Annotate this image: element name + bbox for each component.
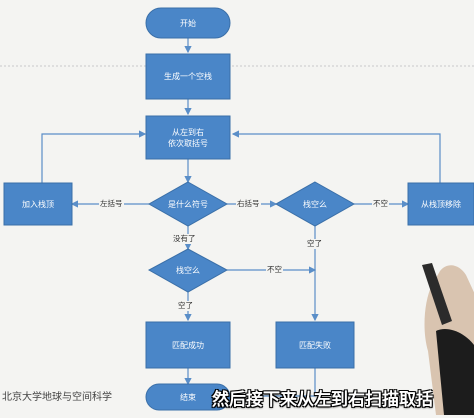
match-success-shape: [145, 321, 231, 369]
create-stack-label: 生成一个空栈: [164, 72, 212, 81]
edge-push-read: [41, 130, 147, 183]
push-label: 加入栈顶: [22, 199, 54, 209]
edge-label-not-empty-bottom: 不空: [266, 265, 283, 275]
read-label: 从左到右 依次取括号: [168, 127, 208, 148]
stack-empty-bottom-shape: [147, 248, 229, 293]
edge-label-empty-right: 空了: [306, 239, 323, 249]
end-shape: [145, 383, 231, 411]
what-symbol-shape: [147, 181, 229, 227]
end-label: 结束: [180, 392, 196, 402]
stack-empty-right-label: 栈空么: [303, 199, 327, 209]
push-shape: [3, 182, 73, 226]
stack-empty-right-shape: [274, 181, 356, 227]
edge-pop-read: [231, 130, 441, 183]
edge-label-empty-bottom: 空了: [177, 301, 194, 311]
pop-top-shape: [407, 182, 474, 226]
edges: [41, 38, 441, 400]
match-fail-shape: [275, 321, 355, 369]
edge-label-none-left: 没有了: [172, 234, 197, 244]
match-success-label: 匹配成功: [172, 340, 204, 350]
what-symbol-label: 是什么符号: [168, 199, 208, 209]
create-stack-shape: [145, 53, 231, 100]
start-shape: [145, 7, 231, 39]
edge-label-not-empty-top: 不空: [372, 199, 389, 209]
stack-empty-bottom-label: 栈空么: [176, 265, 200, 275]
video-subtitle: 然后接下来从左到右扫描取括: [212, 390, 433, 410]
nodes: [3, 7, 474, 411]
start-label: 开始: [180, 18, 196, 28]
read-shape: [145, 115, 231, 160]
pop-top-label: 从栈顶移除: [421, 199, 461, 209]
match-fail-label: 匹配失败: [299, 340, 331, 350]
edge-fail-end: [232, 368, 316, 400]
edge-label-right-bracket: 右括号: [236, 199, 261, 209]
edge-label-left-bracket: 左括号: [99, 199, 124, 209]
presenter-hand-icon: [422, 263, 474, 415]
watermark: 北京大学地球与空间科学: [2, 392, 112, 403]
